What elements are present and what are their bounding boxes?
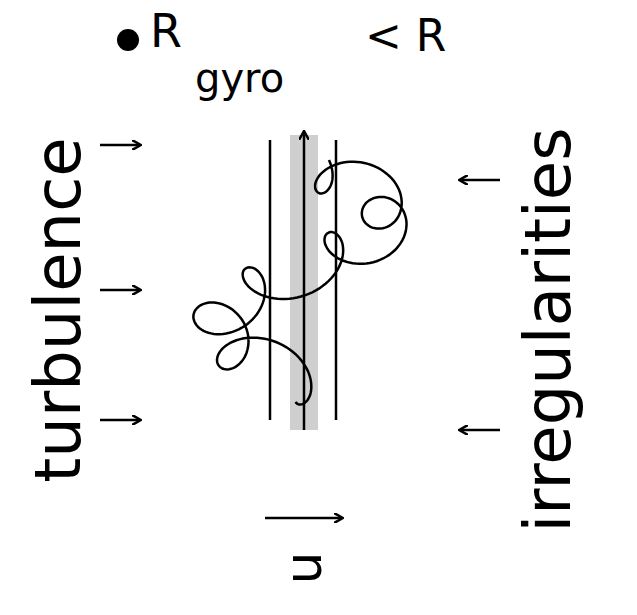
gyration-trajectory bbox=[193, 160, 406, 405]
tube-wall bbox=[335, 140, 338, 420]
turbulence-arrow bbox=[100, 289, 140, 292]
velocity-symbol: u bbox=[277, 552, 329, 585]
field-arrow bbox=[303, 132, 306, 430]
turbulence-arrow bbox=[100, 419, 140, 422]
tube-wall bbox=[269, 140, 272, 420]
bullet-dot bbox=[117, 29, 139, 51]
radius-symbol: R bbox=[150, 8, 182, 54]
comparison-label: < R bbox=[365, 14, 446, 58]
turbulence-label: turbulence bbox=[26, 137, 90, 482]
irregularity-arrow bbox=[460, 429, 500, 432]
turbulence-arrow bbox=[100, 144, 140, 147]
gyro-subscript: gyro bbox=[195, 58, 284, 98]
velocity-vector-arrow bbox=[265, 517, 342, 520]
irregularity-arrow bbox=[460, 179, 500, 182]
irregularities-label: irregularities bbox=[516, 127, 580, 532]
